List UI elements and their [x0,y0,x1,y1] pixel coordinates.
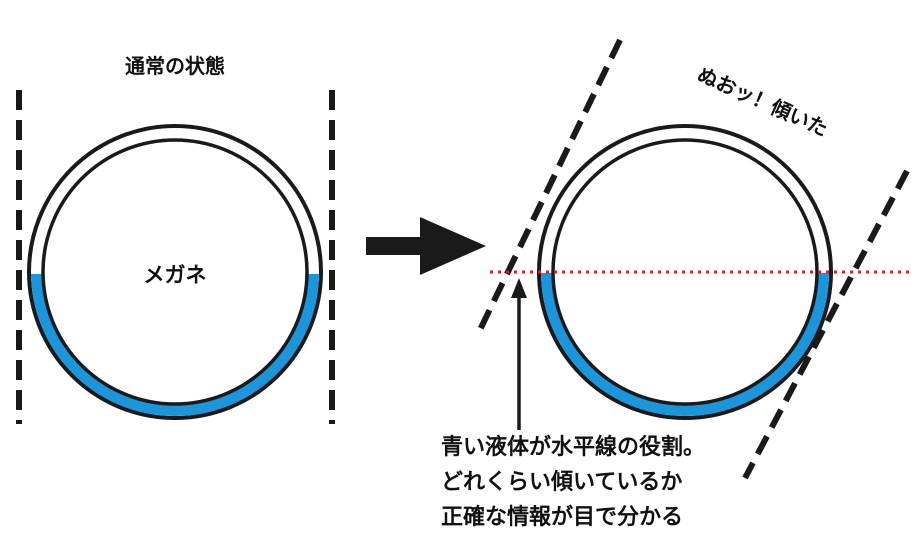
lens-inner-ring [41,138,309,406]
right-panel: ぬおッ！傾いた [474,38,912,480]
up-arrow-icon [511,278,527,430]
left-panel-title: 通常の状態 [125,54,225,78]
left-panel: 通常の状態 メガネ [16,54,335,424]
tilted-right-dashed-line [742,169,910,480]
tilted-left-dashed-line [474,38,623,338]
tilted-lens-inner-ring [551,138,819,406]
lens-outer-ring [27,124,323,420]
lens-label: メガネ [144,263,207,287]
right-arrow-icon [366,217,486,275]
caption-line-2: どれくらい傾いているか [441,470,682,495]
caption-line-1: 青い液体が水平線の役割。 [441,434,705,460]
caption-line-3: 正確な情報が目で分かる [441,504,683,530]
caption: 青い液体が水平線の役割。 どれくらい傾いているか 正確な情報が目で分かる [441,434,705,530]
